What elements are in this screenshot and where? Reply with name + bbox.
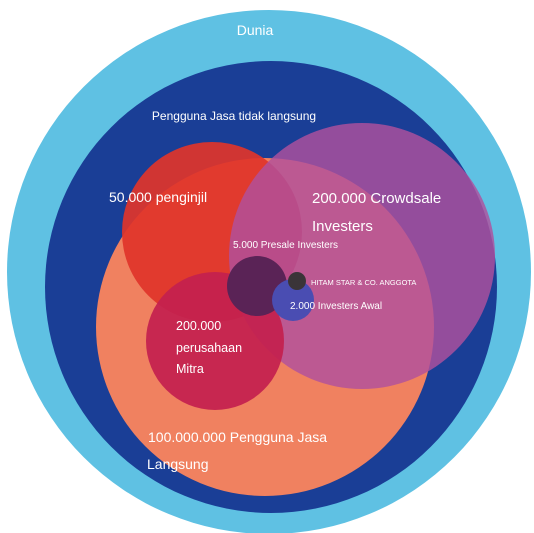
presale-circle (227, 256, 287, 316)
partners-label-line1: 200.000 (176, 319, 221, 333)
partners-label-line2: perusahaan (176, 341, 242, 355)
partners-label-line3: Mitra (176, 362, 204, 376)
hitam-star-circle (288, 272, 306, 290)
crowdsale-circle (229, 123, 495, 389)
hitam-star-label: HITAM STAR & CO. ANGGOTA (311, 278, 416, 287)
early-investors-label: 2.000 Investers Awal (290, 301, 382, 312)
evangelists-label: 50.000 penginjil (109, 189, 207, 205)
world-label: Dunia (237, 22, 274, 38)
indirect-users-label: Pengguna Jasa tidak langsung (152, 109, 316, 123)
crowdsale-label-line1: 200.000 Crowdsale (312, 190, 441, 207)
direct-users-label-line2: Langsung (147, 456, 209, 472)
early-investors-circle (272, 279, 314, 321)
presale-label: 5.000 Presale Investers (233, 240, 338, 251)
crowdsale-label-line2: Investers (312, 218, 373, 235)
direct-users-label-line1: 100.000.000 Pengguna Jasa (148, 429, 327, 445)
